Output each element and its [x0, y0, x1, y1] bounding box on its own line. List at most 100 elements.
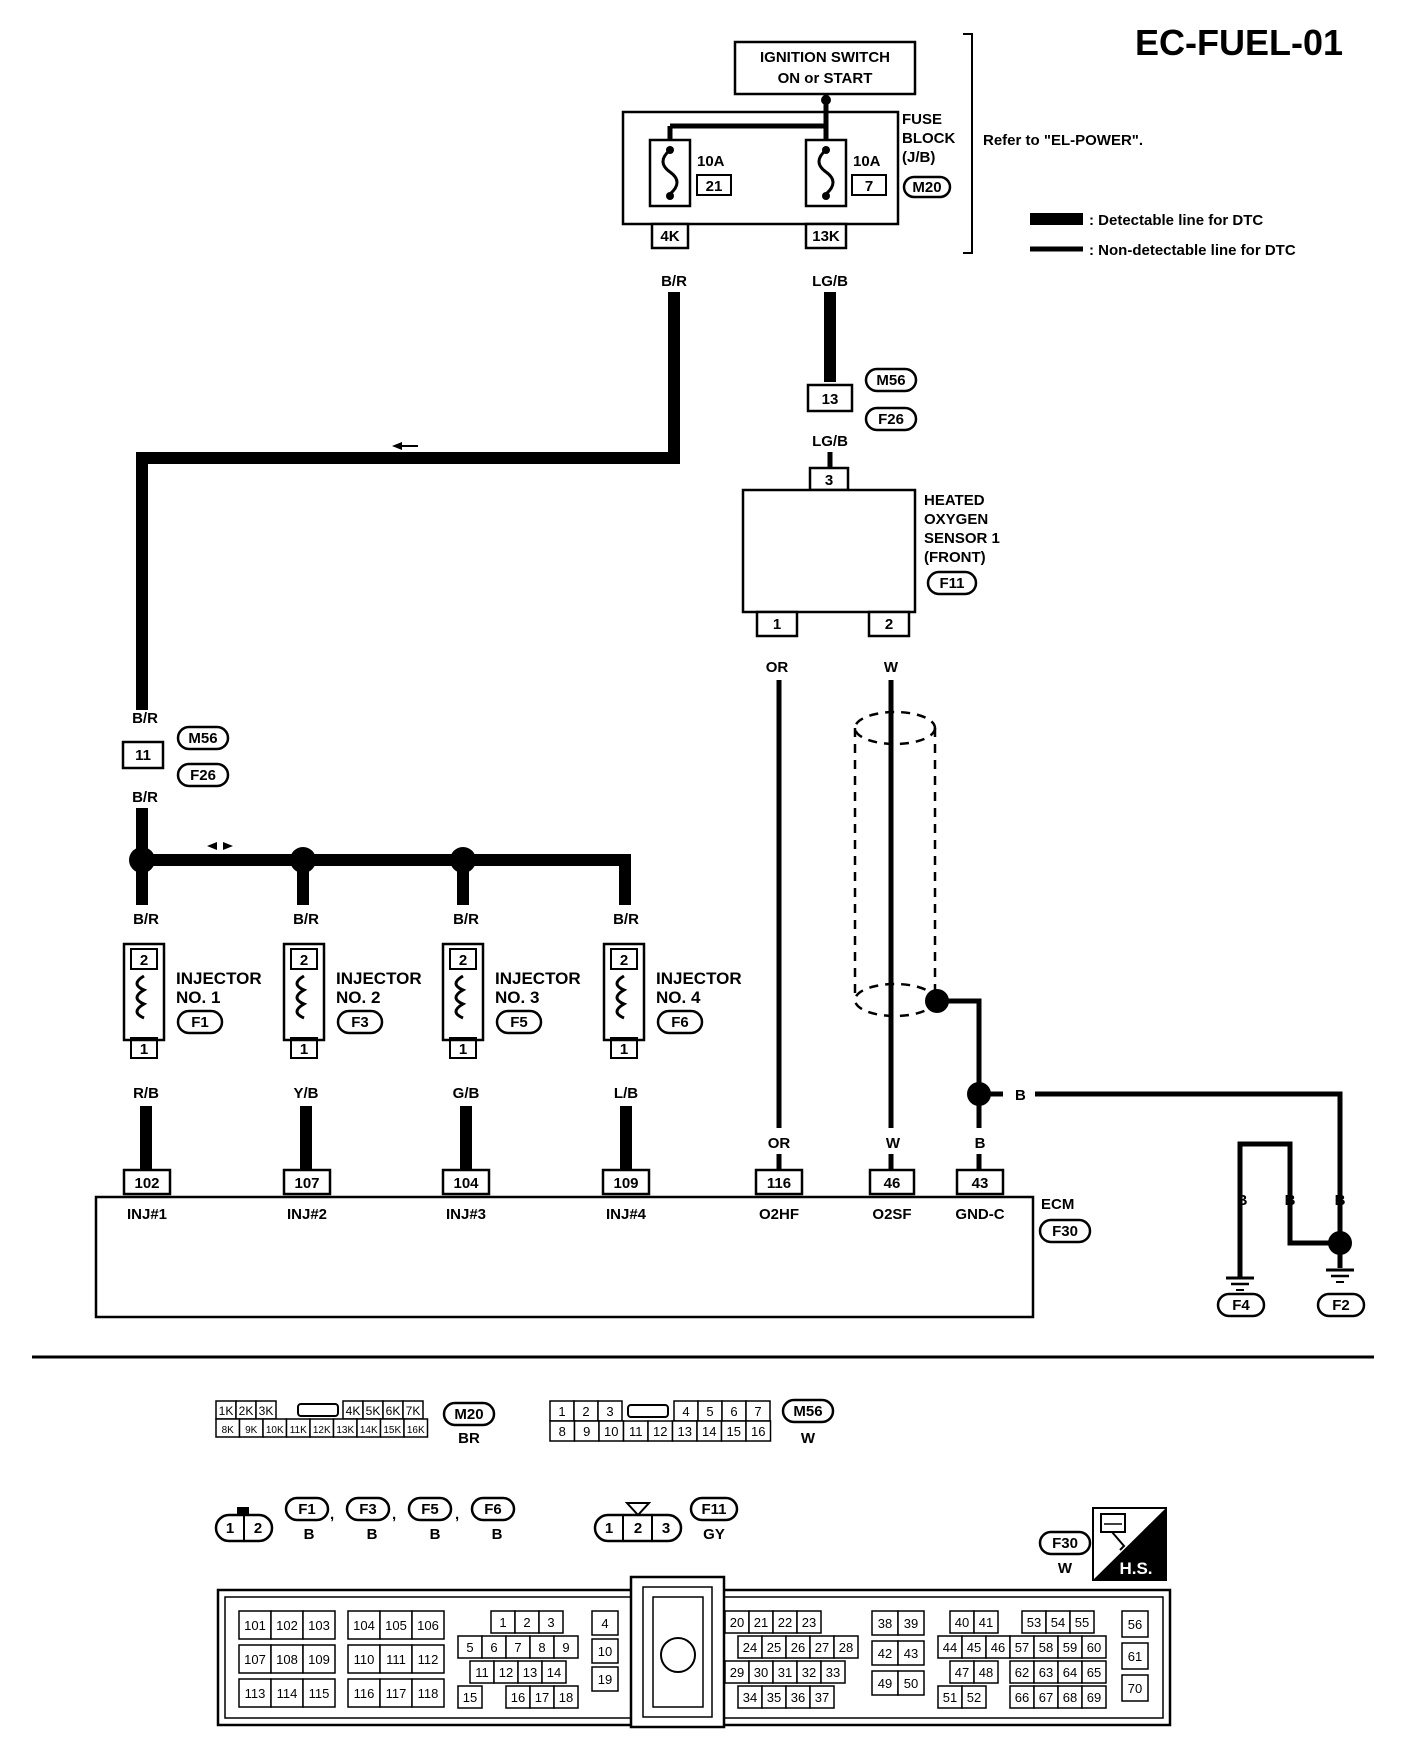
f1-face-id: F1 [298, 1501, 316, 1518]
ecm-face-pin: 47 [955, 1665, 969, 1680]
ecm-face-pin: 6 [490, 1640, 497, 1655]
m56-pin: 14 [702, 1424, 716, 1439]
ecm-name-gndc: GND-C [955, 1206, 1004, 1223]
ecm-name-o2sf: O2SF [872, 1206, 911, 1223]
ecm-face-pin-cell [591, 1610, 619, 1636]
flow-arrow-bus [207, 842, 217, 850]
ecm-face-pin-cell [591, 1638, 619, 1664]
f11-face-pin-3: 3 [662, 1520, 670, 1537]
ecm-face-pin-cell [820, 1660, 846, 1684]
m20-pin: 4K [346, 1404, 361, 1418]
ecm-face-pin: 63 [1039, 1665, 1053, 1680]
inj1-conn-oval [176, 1009, 224, 1035]
sensor-pin-1 [755, 610, 799, 638]
ecm-face-pin: 118 [418, 1686, 439, 1701]
ecm-face-pin-cell [302, 1644, 336, 1674]
m56-face-color: W [801, 1430, 816, 1447]
ecm-face-pin-cell [897, 1640, 925, 1666]
ecm-face-pin: 14 [547, 1665, 561, 1680]
m20-pin: 9K [245, 1425, 258, 1436]
f3-face-id: F3 [359, 1501, 377, 1518]
ecm-face-pin: 21 [754, 1615, 768, 1630]
m20-pin: 3K [259, 1404, 274, 1418]
ecm-face-pin: 44 [943, 1640, 957, 1655]
ecm-face-pin: 114 [277, 1686, 298, 1701]
sensor-pin-1-label: 1 [773, 616, 781, 633]
ecm-face-pin: 23 [802, 1615, 816, 1630]
wire-or-bottom: OR [768, 1135, 791, 1152]
ecm-face-pin: 51 [943, 1690, 957, 1705]
ecm-face-pin: 54 [1051, 1615, 1065, 1630]
ecm-face-pin-cell [238, 1678, 272, 1708]
inj2-pin-top-label: 2 [300, 952, 308, 969]
f11-face-color: GY [703, 1526, 725, 1543]
ecm-face-pin: 58 [1039, 1640, 1053, 1655]
m56-pin: 3 [606, 1404, 613, 1419]
comma-1: , [330, 1506, 334, 1523]
ecm-face-pin: 31 [778, 1665, 792, 1680]
inj3-conn-oval [495, 1009, 543, 1035]
inj1-wire-out: R/B [133, 1085, 159, 1102]
m20-pin: 1K [219, 1404, 234, 1418]
ecm-face-pin: 16 [511, 1690, 525, 1705]
ecm-face-pin: 3 [547, 1615, 554, 1630]
ecm-face-pin: 30 [754, 1665, 768, 1680]
m20-face-color: BR [458, 1430, 480, 1447]
injector-3: B/R 2 1 INJECTOR NO. 3 F5 G/B [441, 911, 581, 1102]
ecm-face-pin: 26 [791, 1640, 805, 1655]
ground-wire3: B [1335, 1192, 1346, 1209]
inj2-no: NO. 2 [336, 988, 380, 1007]
flow-arrow-left [392, 442, 402, 450]
fuse-block-label1: FUSE [902, 111, 942, 128]
inj1-conn: F1 [191, 1014, 209, 1031]
comma-2: , [392, 1506, 396, 1523]
ground-wire2: B [1285, 1192, 1296, 1209]
sensor-pin-2-label: 2 [885, 616, 893, 633]
ecm-face-pin: 12 [499, 1665, 513, 1680]
ecm-face-pin-cell [238, 1644, 272, 1674]
m56-pin: 6 [730, 1404, 737, 1419]
pin-11 [121, 740, 165, 770]
ecm-face-pin: 38 [878, 1616, 892, 1631]
inj4-conn: F6 [671, 1014, 689, 1031]
ecm-terminal-102: 102 INJ#1 [122, 1168, 172, 1223]
coil-icon [615, 974, 628, 1020]
ecm-face-pin-cell [591, 1666, 619, 1692]
ecm-face-pin-cell [553, 1685, 579, 1709]
wire-or-top: OR [766, 659, 789, 676]
wire-b-label: B [1015, 1087, 1026, 1104]
fuse-right-node-top [822, 146, 830, 154]
ignition-switch-box [733, 40, 917, 96]
m20-pin: 15K [383, 1425, 401, 1436]
inj2-pin-bot [290, 1037, 318, 1059]
ecm-face-pin: 103 [308, 1618, 330, 1633]
ecm-face-pin-cell [270, 1610, 304, 1640]
ecm-face-pin: 110 [354, 1652, 375, 1667]
inj1-pin-bot-label: 1 [140, 1041, 148, 1058]
m20-label: M20 [912, 179, 941, 196]
f11-face-oval [689, 1496, 739, 1522]
inj1-wire-in: B/R [133, 911, 159, 928]
m20-pin: 2K [239, 1404, 254, 1418]
wire-b-ground [1035, 1091, 1343, 1243]
ecm-face-pin: 19 [598, 1672, 612, 1687]
f11-oval [926, 570, 978, 596]
ecm-face-pin: 27 [815, 1640, 829, 1655]
ecm-face-pin: 64 [1063, 1665, 1077, 1680]
f26-right-label: F26 [878, 411, 904, 428]
fuse-right-node-bottom [822, 192, 830, 200]
inj1-name: INJECTOR [176, 969, 262, 988]
ecm-face-pin: 56 [1128, 1617, 1142, 1632]
ecm-pin-104: 104 [453, 1175, 479, 1192]
f30-label: F30 [1052, 1223, 1078, 1240]
wire-br-j1: B/R [132, 710, 158, 727]
ecm-face-pin: 112 [418, 1652, 439, 1667]
harness-side-icon: H.S. [1092, 1507, 1167, 1581]
m56-pin: 13 [678, 1424, 692, 1439]
ignition-line2: ON or START [778, 70, 873, 87]
ecm-face-pin: 102 [276, 1618, 298, 1633]
m56-pin: 7 [754, 1404, 761, 1419]
ecm-face-pin-cell [973, 1610, 999, 1634]
ecm-face-pin: 28 [839, 1640, 853, 1655]
inj4-pin-bot-label: 1 [620, 1041, 628, 1058]
